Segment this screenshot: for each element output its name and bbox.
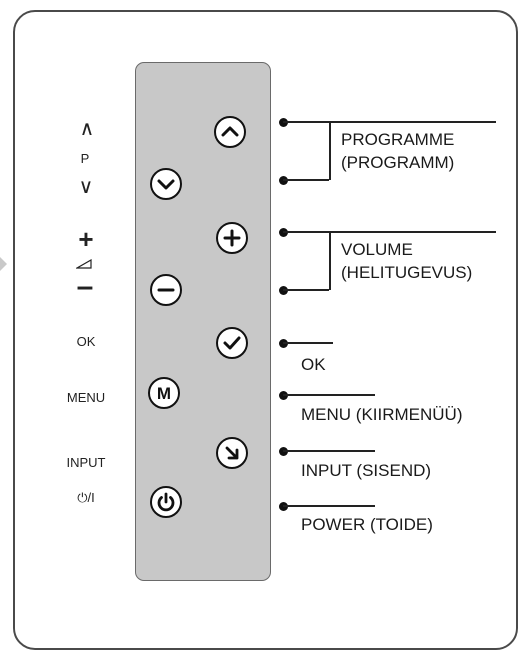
volume-label-2: (HELITUGEVUS) [341,263,473,282]
chevron-down-icon [157,179,175,190]
minus-icon [157,288,175,292]
menu-leader [283,394,375,396]
legend-ok: OK [76,334,96,349]
programme-label-1: PROGRAMME [341,130,455,149]
volume-down-button[interactable] [150,274,182,306]
power-label: POWER (TOIDE) [301,515,433,534]
legend-input: INPUT [66,455,106,470]
side-pointer-icon [0,257,7,271]
programme-bracket [329,121,331,180]
programme-up-leader [283,121,496,123]
ok-label: OK [301,355,326,374]
ok-leader [283,342,333,344]
ok-button[interactable] [216,327,248,359]
power-icon [157,492,175,512]
volume-down-leader [283,289,329,291]
power-leader [283,505,375,507]
m-letter-icon: M [156,383,172,403]
power-button[interactable] [150,486,182,518]
menu-button[interactable]: M [148,377,180,409]
legend-programme-up: ∧ [79,118,95,140]
input-button[interactable] [216,437,248,469]
volume-wedge-icon [76,259,92,269]
chevron-up-icon [221,126,239,137]
input-label: INPUT (SISEND) [301,461,432,480]
check-icon [223,336,241,350]
legend-volume-plus: + [78,224,94,254]
legend-volume-minus: – [76,270,94,303]
legend-programme-letter: P [80,151,90,166]
volume-up-leader [283,231,496,233]
volume-up-button[interactable] [216,222,248,254]
programme-down-button[interactable] [150,168,182,200]
legend-power: ⏻/I [77,490,95,505]
programme-label-2: (PROGRAMM) [341,153,455,172]
volume-label-1: VOLUME [341,240,413,259]
menu-label: MENU (KIIRMENÜÜ) [301,405,463,424]
volume-bracket [329,231,331,290]
legend-programme-down: ∨ [78,176,94,198]
plus-icon [223,229,241,247]
programme-up-button[interactable] [214,116,246,148]
programme-down-leader [283,179,329,181]
input-leader [283,450,375,452]
legend-menu: MENU [66,390,106,405]
arrow-down-right-icon [225,446,239,460]
